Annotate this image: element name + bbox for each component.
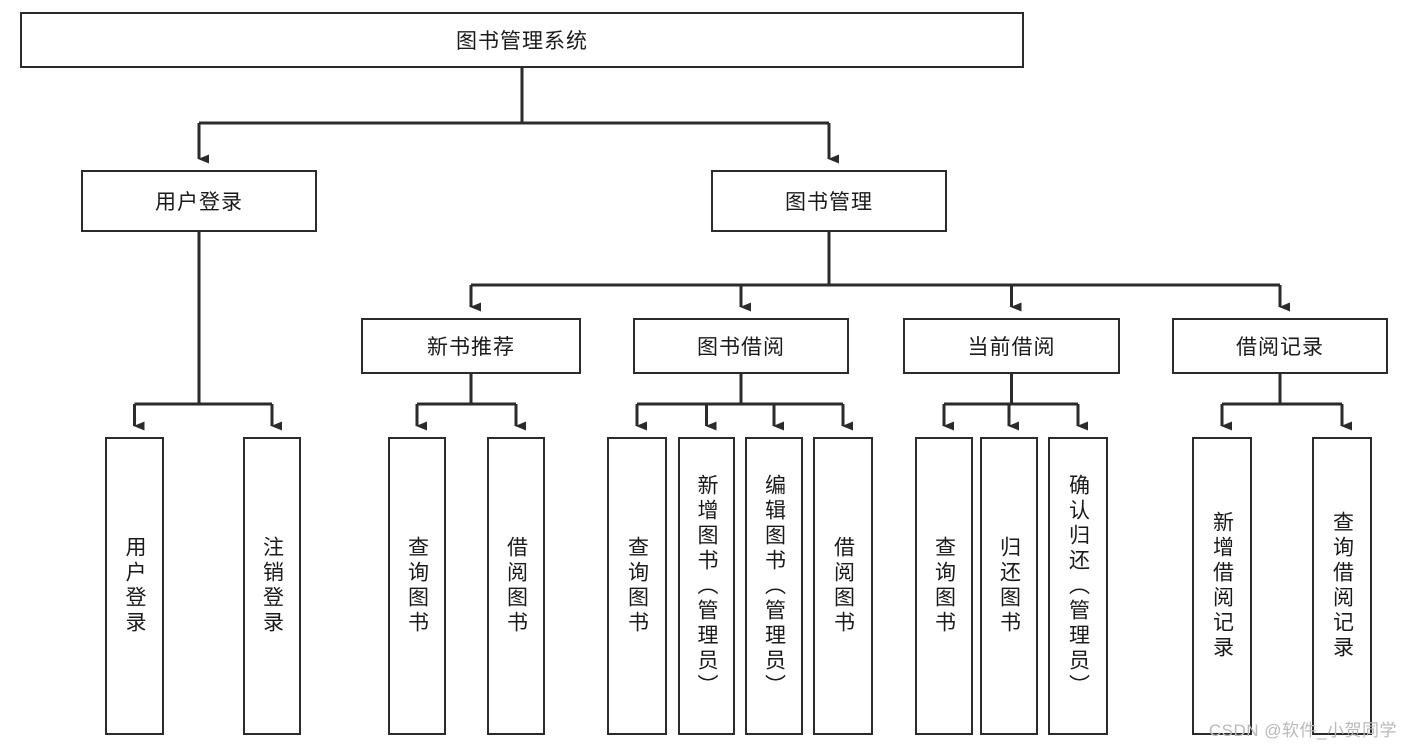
- node-leaf-bw-edit[interactable]: 编辑图书（管理员）: [745, 437, 803, 735]
- node-login[interactable]: 用户登录: [81, 170, 317, 232]
- node-root[interactable]: 图书管理系统: [20, 12, 1024, 68]
- node-label: 当前借阅: [967, 336, 1056, 359]
- node-bookmgmt[interactable]: 图书管理: [711, 170, 947, 232]
- node-label: 查询借阅记录: [1330, 511, 1354, 661]
- node-leaf-bw-query[interactable]: 查询图书: [607, 437, 667, 735]
- node-leaf-bw-lend[interactable]: 借阅图书: [813, 437, 873, 735]
- node-label: 编辑图书（管理员）: [762, 473, 786, 699]
- node-leaf-cur-return[interactable]: 归还图书: [980, 437, 1038, 735]
- node-label: 新增借阅记录: [1210, 511, 1234, 661]
- node-label: 图书管理: [785, 191, 873, 214]
- node-label: 查询图书: [405, 536, 429, 636]
- node-leaf-nb-query[interactable]: 查询图书: [388, 437, 446, 735]
- node-leaf-cur-query[interactable]: 查询图书: [915, 437, 973, 735]
- node-leaf-user-logout[interactable]: 注销登录: [243, 437, 301, 735]
- node-borrow[interactable]: 图书借阅: [633, 318, 849, 374]
- node-leaf-cur-confirm[interactable]: 确认归还（管理员）: [1048, 437, 1108, 735]
- node-label: 用户登录: [155, 191, 243, 214]
- node-label: 查询图书: [625, 536, 649, 636]
- node-label: 图书管理系统: [456, 30, 588, 53]
- node-label: 借阅图书: [504, 536, 528, 636]
- node-leaf-rec-query[interactable]: 查询借阅记录: [1312, 437, 1372, 735]
- node-leaf-nb-borrow[interactable]: 借阅图书: [487, 437, 545, 735]
- node-label: 查询图书: [932, 536, 956, 636]
- node-label: 借阅记录: [1236, 336, 1324, 359]
- node-label: 新书推荐: [427, 336, 515, 359]
- node-label: 确认归还（管理员）: [1066, 473, 1090, 699]
- node-label: 新增图书（管理员）: [695, 473, 718, 699]
- node-leaf-bw-add[interactable]: 新增图书（管理员）: [678, 437, 735, 735]
- node-current[interactable]: 当前借阅: [903, 318, 1120, 374]
- node-leaf-user-login[interactable]: 用户登录: [105, 437, 164, 735]
- node-label: 注销登录: [260, 536, 284, 636]
- node-label: 归还图书: [997, 536, 1021, 636]
- node-records[interactable]: 借阅记录: [1172, 318, 1388, 374]
- node-label: 图书借阅: [697, 336, 785, 359]
- node-newbook[interactable]: 新书推荐: [361, 318, 581, 374]
- node-label: 用户登录: [123, 536, 146, 636]
- node-label: 借阅图书: [831, 536, 855, 636]
- node-leaf-rec-add[interactable]: 新增借阅记录: [1192, 437, 1252, 735]
